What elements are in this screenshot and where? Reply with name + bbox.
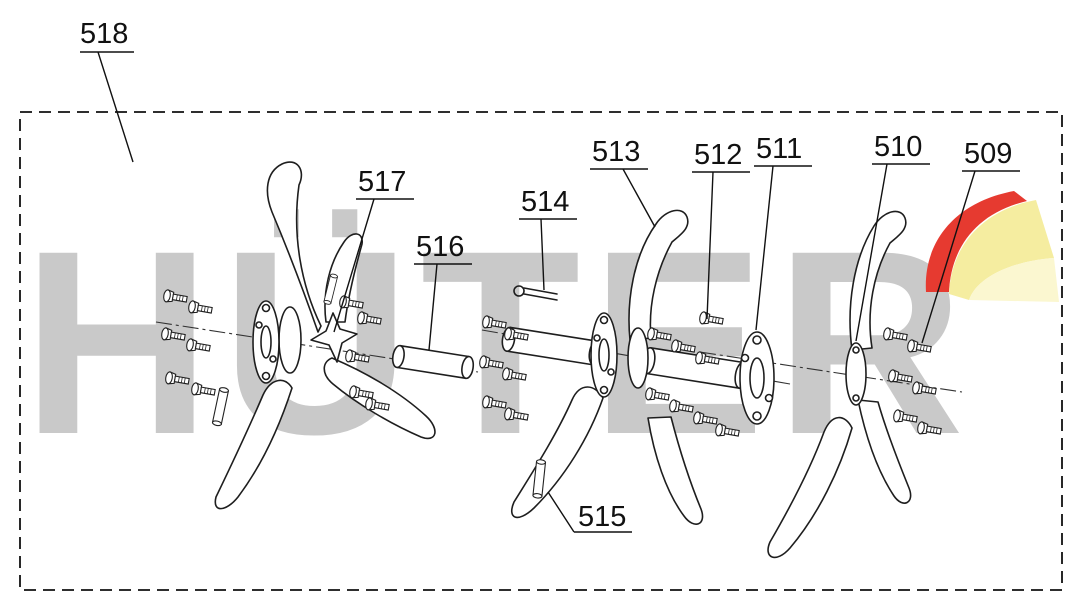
logo-red-stripe (925, 191, 1027, 292)
hex-bolt (692, 410, 719, 428)
tiller-blade (266, 161, 322, 333)
hex-bolt (668, 398, 695, 416)
leader-516 (414, 263, 472, 351)
part-label-515: 515 (578, 501, 627, 533)
assembly-middle-rotor (478, 209, 749, 525)
hub-plate (627, 327, 649, 389)
cotter-pin-514 (513, 285, 558, 301)
hex-bolt (646, 326, 673, 344)
part-label-516: 516 (416, 231, 465, 263)
part-label-511: 511 (756, 133, 803, 165)
bolt-cluster-right (882, 326, 943, 438)
hex-bolt (501, 366, 528, 384)
bolt-cluster-left (160, 288, 217, 399)
brand-watermark: HÜTER (22, 196, 975, 489)
leader-511 (754, 165, 812, 331)
tiller-blade (767, 416, 853, 559)
leader-517 (333, 198, 414, 333)
part-label-509: 509 (964, 138, 1013, 170)
rotor-tube (641, 346, 749, 390)
hex-bolt (481, 314, 508, 332)
tiller-blade (324, 233, 363, 323)
part-label-517: 517 (358, 166, 407, 198)
bolt-hole (599, 385, 609, 395)
hex-bolt (714, 422, 741, 440)
bolt-hole (852, 346, 860, 354)
hex-bolt (344, 348, 371, 366)
hex-bolt (916, 420, 943, 438)
tiller-blade (849, 210, 907, 351)
hex-bolt (644, 386, 671, 404)
leader-515 (547, 491, 632, 533)
hex-bolt (356, 310, 383, 328)
assembly-boundary-dashed-box (19, 111, 1063, 591)
logo-pale-band (969, 258, 1059, 302)
bolt-hole (261, 371, 271, 381)
bolt-hole (607, 368, 615, 376)
tiller-blade (323, 357, 436, 440)
part-label-513: 513 (592, 136, 641, 168)
leader-510 (855, 163, 930, 342)
hex-bolt (185, 337, 212, 355)
hex-bolt (698, 310, 725, 328)
leader-514 (519, 218, 577, 291)
hex-bolt (162, 288, 189, 306)
bolt-hole (269, 355, 277, 363)
tiller-blade (510, 386, 604, 519)
leader-509 (921, 170, 1020, 344)
tiller-blade (647, 416, 704, 525)
hub-plate (845, 342, 867, 406)
hex-bolt (911, 380, 938, 398)
part-label-514: 514 (521, 186, 570, 218)
part-label-510: 510 (874, 131, 923, 163)
leader-512 (692, 171, 750, 320)
shaft-516 (391, 344, 475, 380)
hub-plate (278, 306, 302, 374)
tiller-blade (857, 399, 912, 504)
bolt-hole (255, 321, 263, 329)
callout-leaders (80, 51, 1020, 533)
hex-bolt (478, 354, 505, 372)
blade-spider (310, 312, 358, 363)
hex-bolt (481, 394, 508, 412)
tiller-blade (214, 379, 293, 510)
bolt-hole (852, 394, 860, 402)
leader-513 (590, 168, 656, 228)
hex-bolt (892, 408, 919, 426)
hex-bolt (503, 406, 530, 424)
leader-518 (80, 51, 134, 163)
hex-bolt (187, 299, 214, 317)
coupling-flange-511 (739, 331, 775, 425)
hub-bore (598, 338, 610, 372)
bolt-hole (593, 334, 601, 342)
logo-yellow-band (949, 200, 1054, 300)
assembly-right-rotor (739, 210, 943, 559)
hex-bolt (882, 326, 909, 344)
bolt-hole (261, 303, 271, 313)
tiller-blade (628, 209, 689, 341)
bolt-hole (599, 315, 609, 325)
part-label-512: 512 (694, 139, 743, 171)
hex-bolt (906, 338, 933, 356)
hub-bore (260, 325, 272, 359)
part-label-518: 518 (80, 18, 129, 50)
assembly-left-rotor (160, 161, 475, 510)
hex-bolt (160, 326, 187, 344)
hex-bolt (190, 381, 217, 399)
brand-logo-swoosh (925, 191, 1059, 302)
hex-bolt (164, 370, 191, 388)
